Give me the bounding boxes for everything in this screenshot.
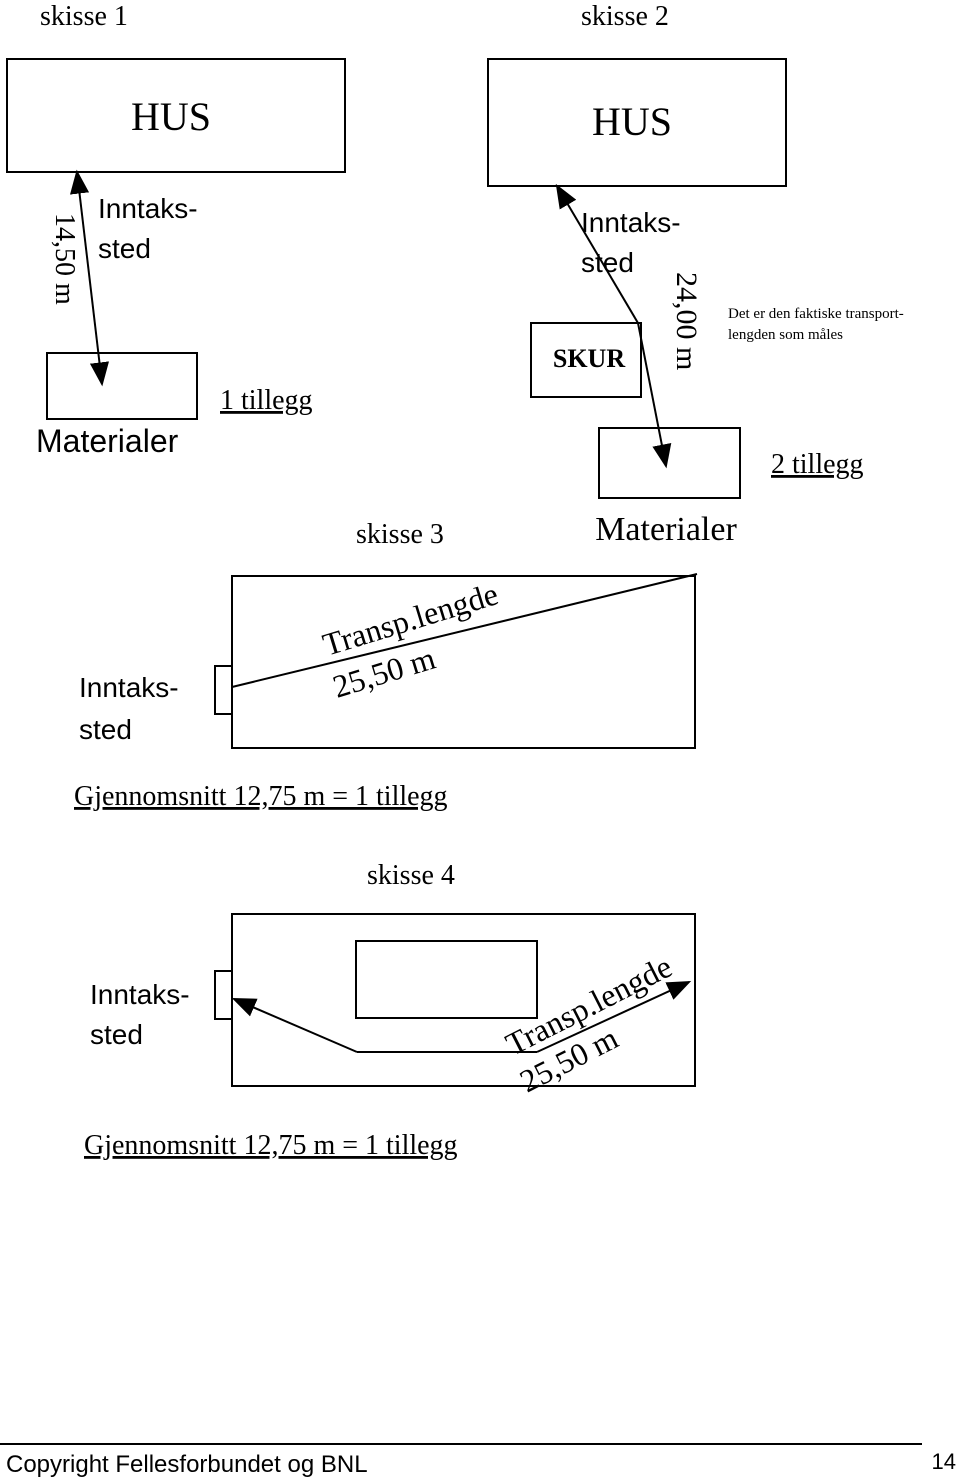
surcharge-label: 1 tillegg (220, 385, 313, 416)
note-line2: lengden som måles (728, 327, 843, 343)
intake-point (214, 665, 233, 715)
sketch-2: skisse 2 HUS Inntaks- sted SKUR 24,00 m … (487, 1, 904, 548)
average-label: Gjennomsnitt 12,75 m = 1 tillegg (84, 1130, 458, 1161)
sketch-1-title: skisse 1 (40, 1, 128, 32)
distance-label: 14,50 m (49, 213, 80, 305)
distance-arrow (69, 169, 110, 387)
house-label: HUS (592, 99, 672, 144)
sketch-4: skisse 4 Inntaks- sted Transp.lengde 25,… (84, 860, 696, 1161)
distance-label: 24,00 m (670, 272, 703, 370)
house-label: HUS (131, 94, 211, 139)
path-segment-1 (231, 998, 358, 1053)
page-number: 14 (932, 1449, 956, 1474)
intake-label-line1: Inntaks- (581, 207, 681, 238)
intake-point (214, 970, 233, 1020)
sketch-1: skisse 1 HUS Inntaks- sted 14,50 m Mater… (6, 1, 346, 459)
transport-line (231, 573, 698, 688)
intake-label-line2: sted (98, 233, 151, 264)
surcharge-label: 2 tillegg (771, 449, 864, 480)
shed-box (530, 322, 642, 398)
intake-label-line1: Inntaks- (90, 979, 190, 1010)
path-segment-1 (555, 183, 639, 324)
intake-label-line2: sted (581, 247, 634, 278)
building-outline (231, 575, 696, 749)
path-segment-2 (637, 322, 672, 469)
note-line1: Det er den faktiske transport- (728, 306, 904, 322)
house-box (487, 58, 787, 187)
intake-label-line1: Inntaks- (79, 672, 179, 703)
materials-label: Materialer (36, 423, 179, 459)
sketch-3: skisse 3 Inntaks- sted Transp.lengde 25,… (74, 519, 698, 812)
sketch-4-title: skisse 4 (367, 860, 455, 891)
intake-label-line2: sted (90, 1019, 143, 1050)
house-box (6, 58, 346, 173)
footer: Copyright Fellesforbundet og BNL 14 (0, 1443, 956, 1478)
average-label: Gjennomsnitt 12,75 m = 1 tillegg (74, 781, 448, 812)
sketch-2-title: skisse 2 (581, 1, 669, 32)
path-segment-3 (536, 980, 692, 1053)
shed-label: SKUR (553, 344, 625, 373)
intake-label-line1: Inntaks- (98, 193, 198, 224)
sketch-3-title: skisse 3 (356, 519, 444, 550)
copyright-text: Copyright Fellesforbundet og BNL (6, 1451, 368, 1478)
obstacle-box (355, 940, 538, 1019)
materials-box (46, 352, 198, 420)
intake-label-line2: sted (79, 714, 132, 745)
materials-label: Materialer (595, 511, 737, 548)
materials-box (598, 427, 741, 499)
